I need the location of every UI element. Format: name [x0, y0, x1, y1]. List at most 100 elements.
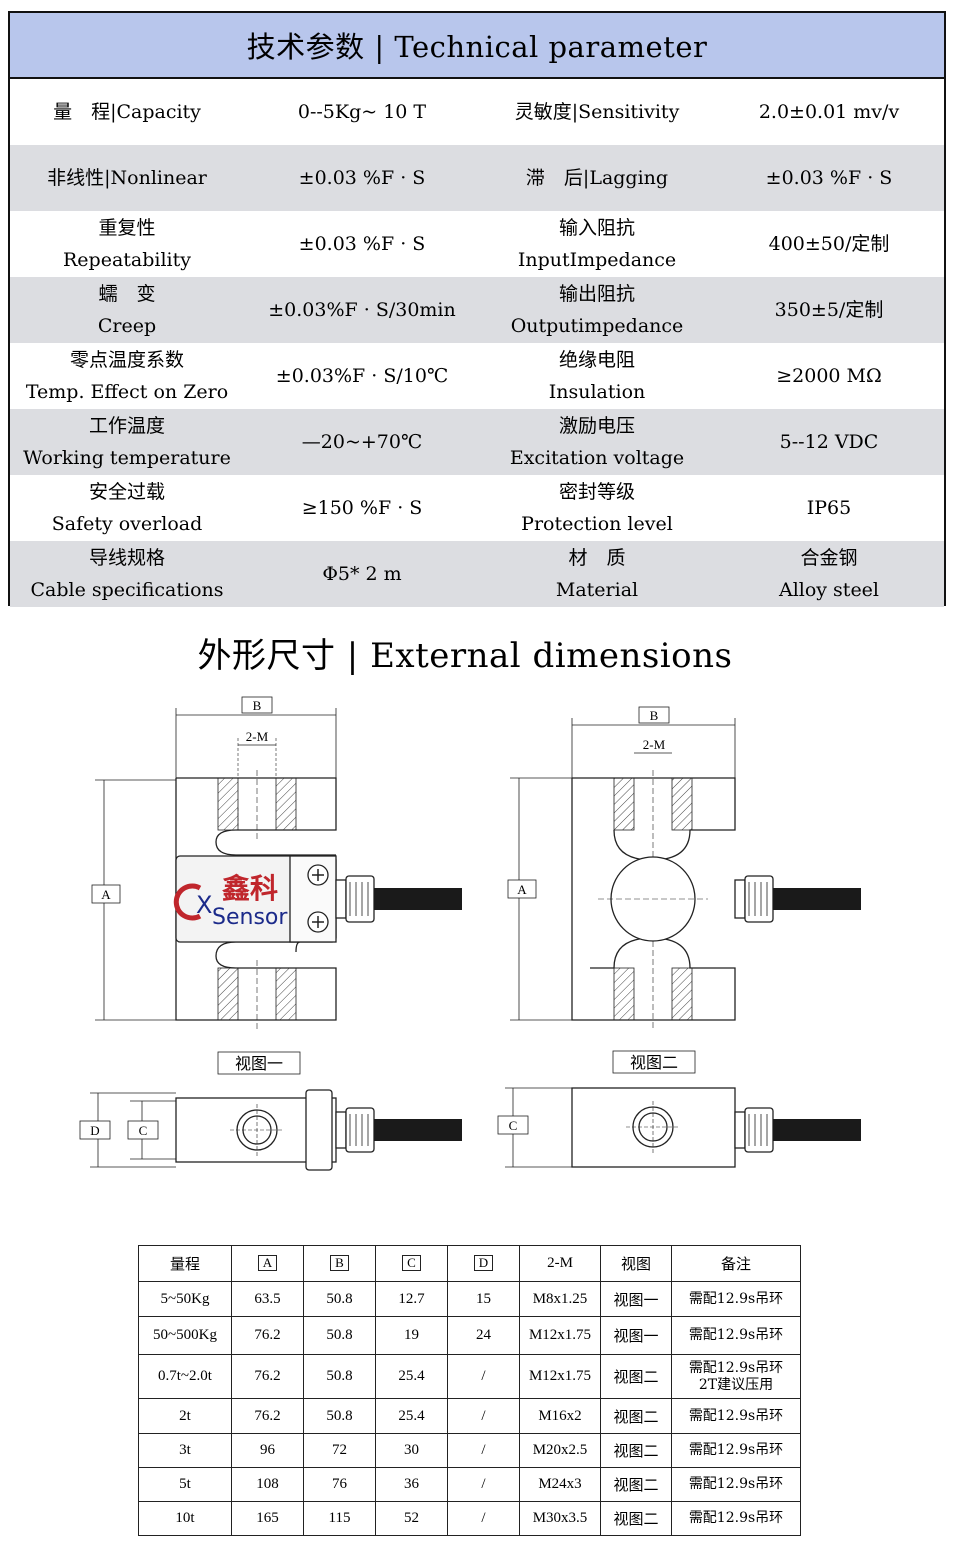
view2-front-drawing [507, 706, 861, 1030]
param-value-left-text: ±0.03 %F · S [298, 233, 426, 255]
header-c: C [375, 1245, 448, 1282]
cell-c: 30 [375, 1433, 448, 1468]
param-label-right-text: 输出阻抗 [558, 283, 635, 305]
param-label-left-text: Temp. Effect on Zero [25, 381, 229, 403]
dimension-b-label-right: B [650, 708, 659, 723]
param-label-right-text: Protection level [521, 513, 673, 535]
param-value-right: 350±5/定制 [714, 277, 944, 343]
note-line: 需配12.9s吊环 [688, 1476, 784, 1492]
param-value-right-text: 5--12 VDC [779, 431, 879, 453]
cell-d: 15 [447, 1281, 520, 1317]
param-value-right-text: 2.0±0.01 mv/v [758, 101, 900, 123]
cell-m: M16x2 [519, 1398, 601, 1434]
cell-m: M30x3.5 [519, 1501, 601, 1536]
cell-d: 24 [447, 1316, 520, 1355]
cell-view: 视图一 [600, 1316, 672, 1355]
param-value-left: ±0.03%F · S/10℃ [244, 343, 480, 409]
param-label-left: 非线性|Nonlinear [10, 145, 244, 211]
cell-view: 视图二 [600, 1354, 672, 1399]
cell-view: 视图二 [600, 1501, 672, 1536]
view1-caption: 视图一 [235, 1054, 283, 1073]
param-value-left: —20~+70℃ [244, 409, 480, 475]
note-line: 需配12.9s吊环 [688, 1359, 784, 1376]
param-label-left-text: Safety overload [51, 513, 203, 535]
param-label-right-text: 密封等级 [558, 481, 635, 503]
note-line: 需配12.9s吊环 [688, 1407, 784, 1424]
technical-parameter-rows: 量 程|Capacity 0--5Kg~ 10 T 灵敏度|Sensitivity 2… [10, 79, 944, 607]
xinke-sensor-logo: X 鑫科 Sensor [173, 872, 288, 930]
cell-range: 10t [138, 1501, 232, 1536]
param-value-right-text: ≥2000 MΩ [776, 365, 882, 387]
header-a: A [231, 1245, 304, 1282]
param-label-left-text: 导线规格 [88, 547, 165, 569]
view1-side-drawing [79, 1089, 462, 1171]
param-value-left: ±0.03 %F · S [244, 145, 480, 211]
cell-b: 50.8 [303, 1398, 376, 1434]
cell-d: / [447, 1398, 520, 1434]
param-label-left-text: 蠕 变 [98, 283, 156, 305]
dimension-2m-label-right: 2-M [643, 737, 666, 752]
cell-range: 5t [138, 1467, 232, 1502]
param-label-right: 密封等级 Protection level [480, 475, 714, 541]
note-line: 需配12.9s吊环 [688, 1290, 784, 1307]
param-value-right: ±0.03 %F · S [714, 145, 944, 211]
cell-m: M12x1.75 [519, 1316, 601, 1355]
param-label-right-text: 灵敏度|Sensitivity [514, 101, 680, 123]
param-value-right-text: ±0.03 %F · S [765, 167, 893, 189]
header-2m: 2-M [519, 1245, 601, 1282]
cell-range: 3t [138, 1433, 232, 1468]
param-label-right-text: 绝缘电阻 [558, 349, 635, 371]
cell-b: 76 [303, 1467, 376, 1502]
cell-range: 50~500Kg [138, 1316, 232, 1355]
dimension-a-label-left: A [101, 887, 111, 902]
param-label-left-text: Repeatability [62, 249, 191, 271]
param-label-right-text: 输入阻抗 [558, 217, 635, 239]
param-value-left-text: ≥150 %F · S [301, 497, 423, 519]
cell-a: 165 [231, 1501, 304, 1536]
cell-b: 72 [303, 1433, 376, 1468]
cell-view: 视图二 [600, 1398, 672, 1434]
param-value-right: 400±50/定制 [714, 211, 944, 277]
param-label-right-text: 材 质 [568, 547, 626, 569]
param-label-right-text: Material [555, 579, 639, 601]
note-line: 需配12.9s吊环 [688, 1327, 784, 1343]
technical-parameter-title: 技术参数 | Technical parameter [10, 13, 944, 79]
cell-note: 需配12.9s吊环 [671, 1281, 801, 1317]
param-value-left-text: 0--5Kg~ 10 T [297, 101, 427, 123]
param-value-right-text: Alloy steel [778, 579, 880, 601]
cell-c: 12.7 [375, 1281, 448, 1317]
param-label-left: 量 程|Capacity [10, 79, 244, 145]
param-value-left-text: ±0.03 %F · S [298, 167, 426, 189]
cell-note: 需配12.9s吊环 [671, 1316, 801, 1355]
dimension-d-label: D [90, 1123, 99, 1138]
cell-view: 视图一 [600, 1281, 672, 1317]
cell-m: M12x1.75 [519, 1354, 601, 1399]
note-line: 需配12.9s吊环 [688, 1510, 784, 1526]
param-value-left-text: —20~+70℃ [301, 431, 423, 453]
dimension-table-header: 量程 A B C D 2-M 视图 备注 [138, 1245, 801, 1282]
param-value-left: Φ5* 2 m [244, 541, 480, 607]
cell-note: 需配12.9s吊环 [671, 1467, 801, 1502]
